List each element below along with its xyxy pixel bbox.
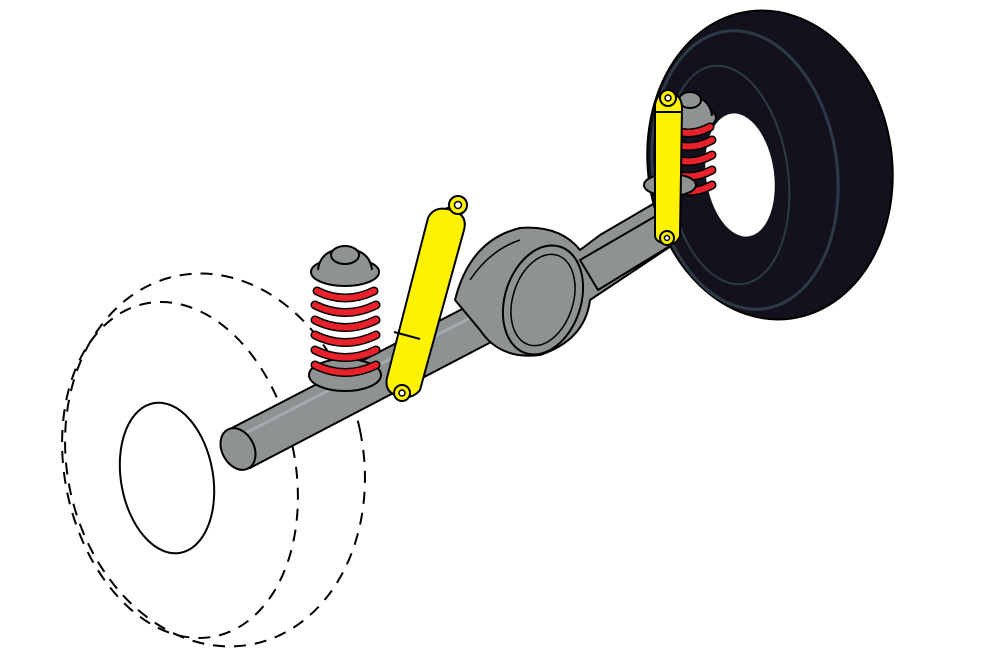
- left-coil-spring: [308, 245, 382, 392]
- wheel-hub-opening: [705, 113, 775, 237]
- hidden-wheel-outer-back: [64, 272, 366, 648]
- wheel-tyre-icon: [646, 9, 894, 321]
- right-shock-absorber: [654, 89, 684, 246]
- left-shock-absorber: [385, 195, 468, 402]
- hidden-wheel-outer-front: [61, 301, 299, 639]
- hidden-wheel-hub-icon: [118, 401, 216, 555]
- left-spring-coils-icon: [310, 286, 381, 377]
- hidden-wheel-outline: [61, 272, 366, 648]
- left-spring-top-mount-icon: [310, 245, 380, 287]
- axle-end-cap: [219, 427, 257, 471]
